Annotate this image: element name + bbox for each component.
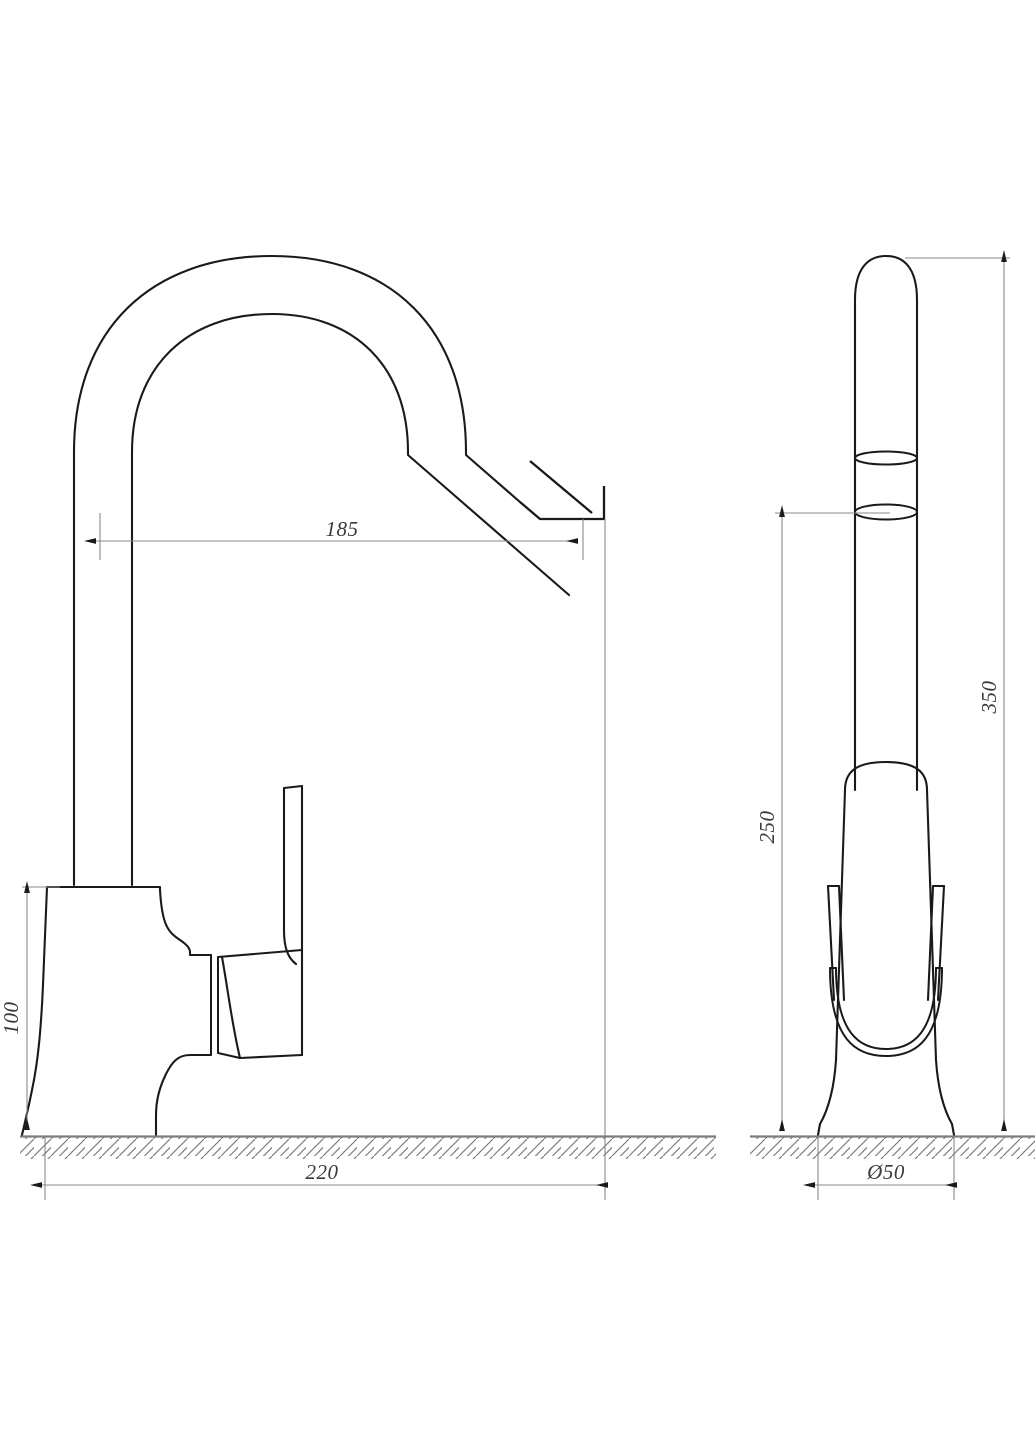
faucet-body-side xyxy=(816,760,956,1137)
spout-nozzle xyxy=(519,460,606,521)
dimension-185: 185 xyxy=(84,513,584,560)
collar-ellipse-upper xyxy=(854,450,918,466)
dimension-diameter-50-label: Ø50 xyxy=(866,1160,905,1184)
dimension-220: 220 xyxy=(30,519,608,1200)
collar-ellipse-lower xyxy=(854,503,918,521)
dimension-100-label: 100 xyxy=(0,1002,23,1035)
dimension-185-label: 185 xyxy=(326,517,359,541)
spout-collar-ellipses xyxy=(854,450,918,521)
faucet-body xyxy=(20,885,213,1137)
lever-handle xyxy=(216,784,304,1060)
ground-line-front xyxy=(20,1135,716,1159)
ground-hatching-front xyxy=(20,1137,716,1159)
ground-line-side xyxy=(750,1135,1035,1159)
dimension-350-label: 350 xyxy=(977,681,1001,715)
spout-gooseneck xyxy=(72,254,571,887)
spout-column xyxy=(853,254,919,792)
dimension-250-label: 250 xyxy=(755,811,779,844)
front-view: 185 100 220 xyxy=(0,254,716,1200)
valve-collar xyxy=(210,955,219,1055)
dimension-220-label: 220 xyxy=(306,1160,339,1184)
lever-handle-side xyxy=(826,884,946,1002)
dimension-diameter-50: Ø50 xyxy=(803,1137,957,1200)
dimension-350: 350 xyxy=(905,250,1010,1131)
dimension-250: 250 xyxy=(755,505,890,1131)
ground-hatching-side xyxy=(750,1137,1035,1159)
dimension-100: 100 xyxy=(0,881,60,1130)
side-view: 350 250 Ø50 xyxy=(750,250,1035,1200)
handle-ring xyxy=(829,967,943,1058)
